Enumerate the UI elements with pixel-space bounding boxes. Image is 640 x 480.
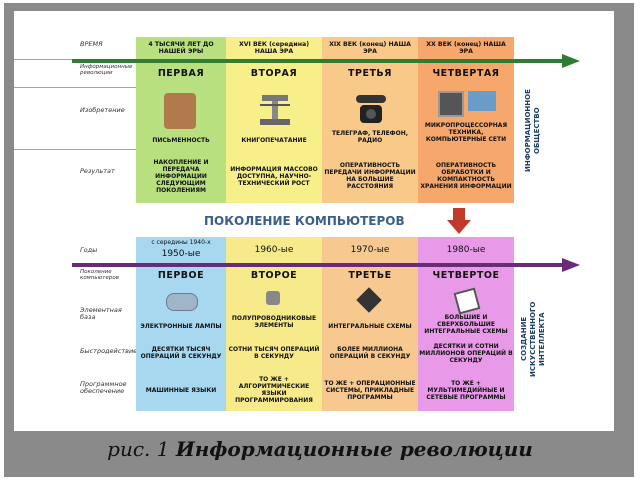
element-label-1: ЭЛЕКТРОННЫЕ ЛАМПЫ: [140, 322, 222, 330]
row-label-years: Годы: [80, 246, 98, 254]
telephone-icon: [356, 95, 386, 123]
chip-icon: [356, 287, 382, 313]
microprocessor-icon: [453, 287, 481, 315]
invention-cell-3: ТЕЛЕГРАФ, ТЕЛЕФОН, РАДИО: [322, 87, 418, 149]
row-label-speed: Быстродействие: [80, 347, 138, 355]
speed-2: СОТНИ ТЫСЯЧ ОПЕРАЦИЙ В СЕКУНДУ: [226, 337, 322, 369]
revolution-2: ВТОРАЯ: [226, 59, 322, 87]
world-map-icon: [468, 91, 496, 111]
clay-tablet-icon: [164, 93, 196, 129]
revolution-4: ЧЕТВЕРТАЯ: [418, 59, 514, 87]
invention-cell-1: ПИСЬМЕННОСТЬ: [136, 87, 226, 149]
row-label-software: Программное обеспечение: [80, 380, 127, 395]
section-title-generations: ПОКОЛЕНИЕ КОМПЬЮТЕРОВ: [204, 214, 405, 228]
years-cell-1: с середины 1940-х 1950-ые: [136, 237, 226, 263]
revolution-3: ТРЕТЬЯ: [322, 59, 418, 87]
row-label-element-base: Элементная база: [80, 306, 122, 321]
time-cell-2: XVI ВЕК (середина) НАША ЭРА: [226, 37, 322, 59]
revolution-1: ПЕРВАЯ: [136, 59, 226, 87]
invention-label-3: ТЕЛЕГРАФ, ТЕЛЕФОН, РАДИО: [331, 130, 409, 144]
time-cell-1: 4 ТЫСЯЧИ ЛЕТ ДО НАШЕЙ ЭРЫ: [136, 37, 226, 59]
invention-label-1: ПИСЬМЕННОСТЬ: [152, 136, 210, 144]
timeline-arrow-green: [72, 54, 580, 68]
figure-caption: рис. 1 Информационные революции: [0, 437, 640, 461]
software-3: ТО ЖЕ + ОПЕРАЦИОННЫЕ СИСТЕМЫ, ПРИКЛАДНЫЕ…: [322, 369, 418, 411]
result-4: ОПЕРАТИВНОСТЬ ОБРАБОТКИ И КОМПАКТНОСТЬ Х…: [418, 149, 514, 203]
invention-cell-4: МИКРОПРОЦЕССОРНАЯ ТЕХНИКА, КОМПЬЮТЕРНЫЕ …: [418, 87, 514, 149]
vacuum-tube-icon: [166, 293, 198, 311]
speed-3: БОЛЕЕ МИЛЛИОНА ОПЕРАЦИЙ В СЕКУНДУ: [322, 337, 418, 369]
side-label-info-society: ИНФОРМАЦИОННОЕ ОБЩЕСТВО: [524, 89, 541, 173]
down-arrow-icon: [447, 208, 471, 234]
separator: [14, 149, 136, 150]
row-label-revolutions: Информационные революции: [80, 64, 133, 76]
time-cell-3: XIX ВЕК (конец) НАША ЭРА: [322, 37, 418, 59]
years-label-3: 1970-ые: [322, 237, 418, 263]
element-cell-4: БОЛЬШИЕ И СВЕРХБОЛЬШИЕ ИНТЕГРАЛЬНЫЕ СХЕМ…: [418, 287, 514, 337]
element-cell-3: ИНТЕГРАЛЬНЫЕ СХЕМЫ: [322, 287, 418, 337]
years-label-1: 1950-ые: [161, 248, 201, 259]
element-cell-2: ПОЛУПРОВОДНИКОВЫЕ ЭЛЕМЕНТЫ: [226, 287, 322, 337]
software-4: ТО ЖЕ + МУЛЬТИМЕДИЙНЫЕ И СЕТЕВЫЕ ПРОГРАМ…: [418, 369, 514, 411]
side-label-ai: СОЗДАНИЕ ИСКУССТВЕННОГО ИНТЕЛЛЕКТА: [520, 301, 546, 377]
invention-cell-2: КНИГОПЕЧАТАНИЕ: [226, 87, 322, 149]
speed-1: ДЕСЯТКИ ТЫСЯЧ ОПЕРАЦИЙ В СЕКУНДУ: [136, 337, 226, 369]
transistor-icon: [266, 291, 280, 305]
result-2: ИНФОРМАЦИЯ МАССОВО ДОСТУПНА, НАУЧНО-ТЕХН…: [226, 149, 322, 203]
row-label-result: Результат: [80, 167, 115, 175]
element-cell-1: ЭЛЕКТРОННЫЕ ЛАМПЫ: [136, 287, 226, 337]
separator: [14, 87, 136, 88]
result-3: ОПЕРАТИВНОСТЬ ПЕРЕДАЧИ ИНФОРМАЦИИ НА БОЛ…: [322, 149, 418, 203]
diagram-panel: ВРЕМЯ Информационные революции Изобретен…: [14, 11, 614, 431]
software-1: МАШИННЫЕ ЯЗЫКИ: [136, 369, 226, 411]
speed-4: ДЕСЯТКИ И СОТНИ МИЛЛИОНОВ ОПЕРАЦИЙ В СЕК…: [418, 337, 514, 369]
computer-icon: [438, 91, 464, 117]
row-label-invention: Изобретение: [80, 106, 125, 114]
row-label-time: ВРЕМЯ: [80, 40, 103, 48]
caption-title: Информационные революции: [175, 437, 533, 461]
years-label-2: 1960-ые: [226, 237, 322, 263]
time-cell-4: XX ВЕК (конец) НАША ЭРА: [418, 37, 514, 59]
timeline-arrow-purple: [72, 258, 580, 272]
result-1: НАКОПЛЕНИЕ И ПЕРЕДАЧА ИНФОРМАЦИИ СЛЕДУЮЩ…: [136, 149, 226, 203]
invention-label-4: МИКРОПРОЦЕССОРНАЯ ТЕХНИКА, КОМПЬЮТЕРНЫЕ …: [424, 121, 508, 143]
years-note: с середины 1940-х: [151, 239, 211, 246]
invention-label-2: КНИГОПЕЧАТАНИЕ: [241, 136, 307, 144]
software-2: ТО ЖЕ + АЛГОРИТМИЧЕСКИЕ ЯЗЫКИ ПРОГРАММИР…: [226, 369, 322, 411]
element-label-2: ПОЛУПРОВОДНИКОВЫЕ ЭЛЕМЕНТЫ: [231, 315, 317, 329]
years-label-4: 1980-ые: [418, 237, 514, 263]
element-label-3: ИНТЕГРАЛЬНЫЕ СХЕМЫ: [328, 322, 412, 330]
caption-prefix: рис. 1: [107, 437, 170, 461]
row-label-generation: Поколение компьютеров: [80, 269, 119, 281]
element-label-4: БОЛЬШИЕ И СВЕРХБОЛЬШИЕ ИНТЕГРАЛЬНЫЕ СХЕМ…: [424, 313, 508, 335]
printing-press-icon: [260, 95, 290, 125]
